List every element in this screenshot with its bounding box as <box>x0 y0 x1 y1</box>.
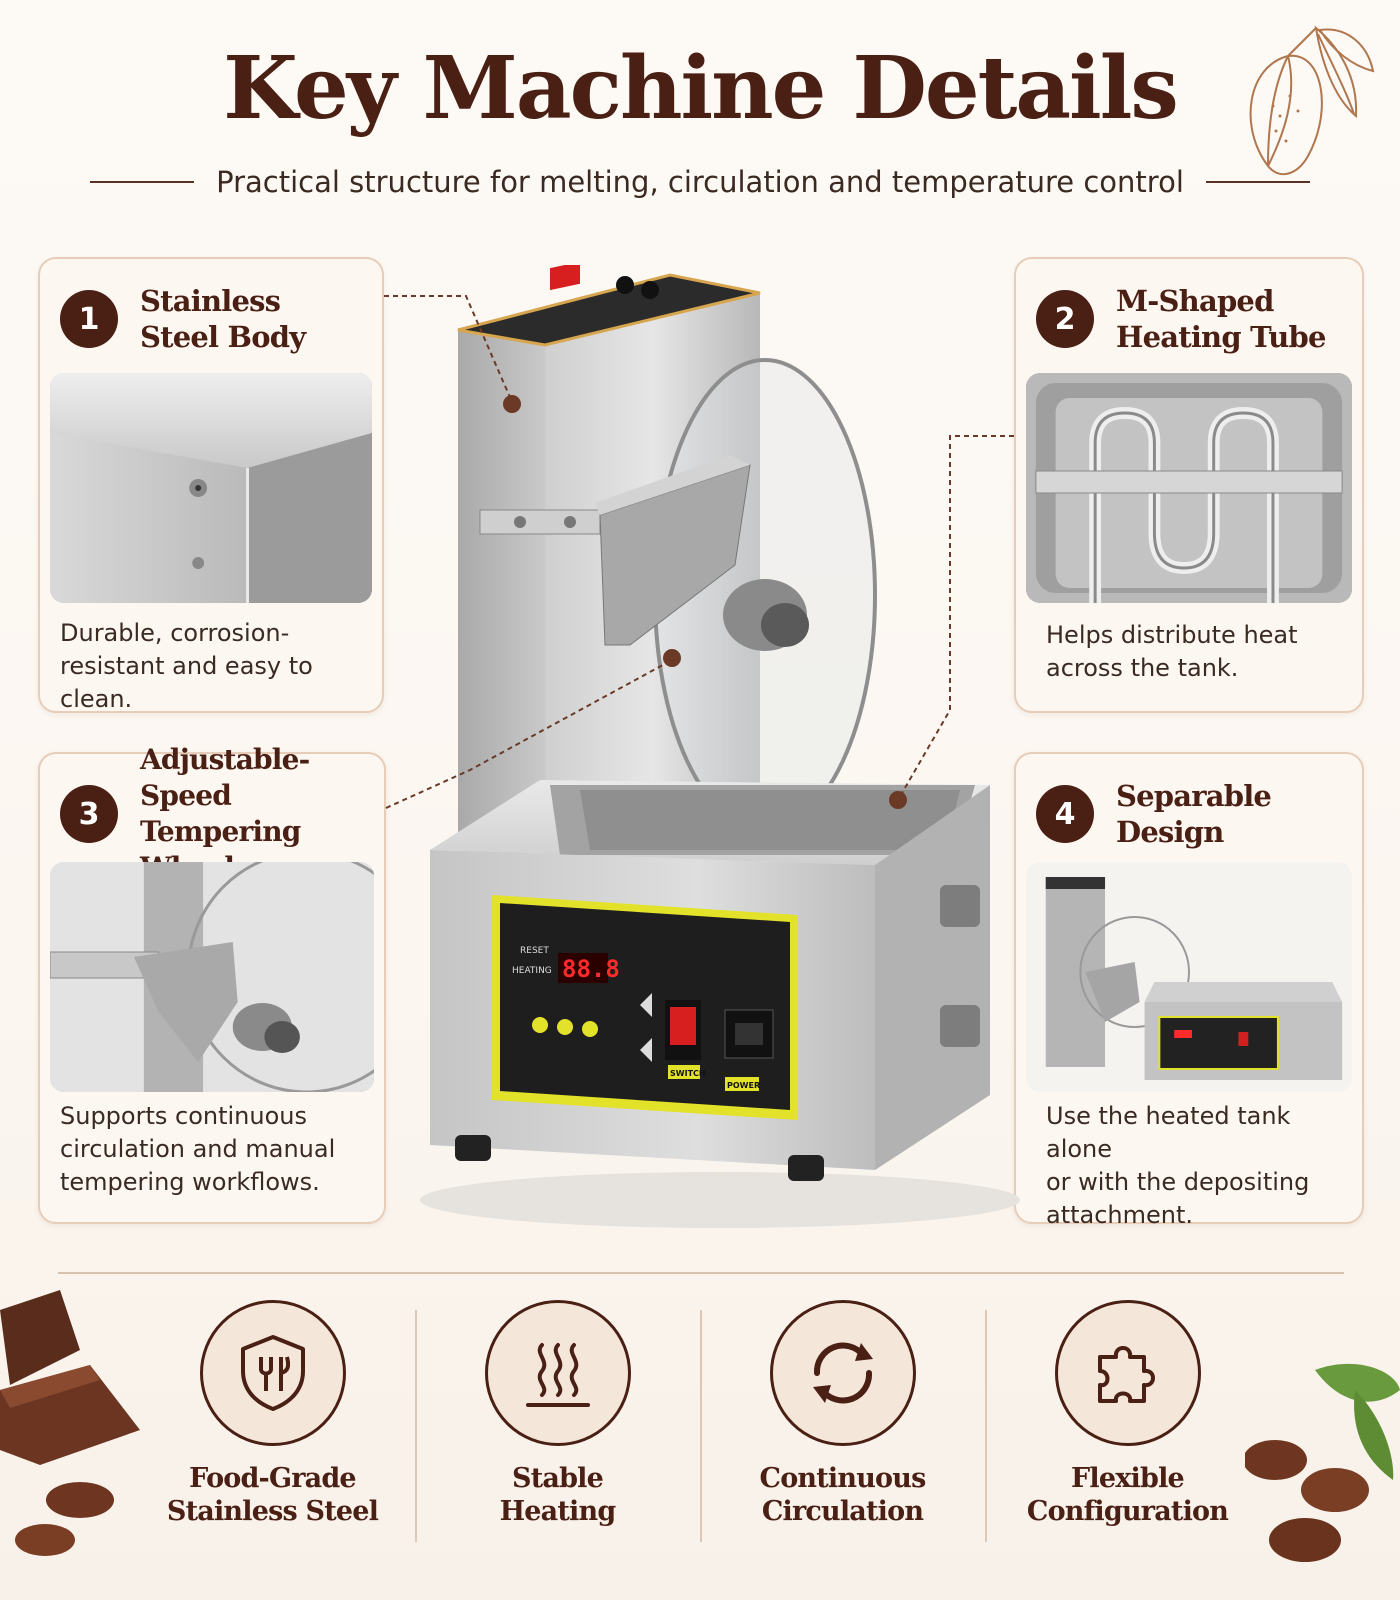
card-description-line: circulation and manual <box>60 1135 336 1163</box>
separable-design-photo <box>1026 862 1352 1092</box>
circular-arrows-icon <box>769 1300 916 1446</box>
section-divider <box>58 1272 1344 1274</box>
feature-label: Flexible Configuration <box>1026 1462 1229 1528</box>
card-head: 3 Adjustable-Speed Tempering Wheel <box>60 743 374 884</box>
feature-label-line: Food-Grade <box>189 1463 356 1494</box>
card-description: Supports continuous circulation and manu… <box>60 1100 364 1199</box>
food-safe-shield-icon <box>199 1300 346 1446</box>
feature-highlights: Food-Grade Stainless Steel Stable Heatin… <box>130 1300 1270 1550</box>
tempering-wheel-photo <box>50 862 374 1092</box>
card-title-line: M-Shaped <box>1116 284 1274 318</box>
card-title: Stainless Steel Body <box>140 283 306 355</box>
card-separable-design: 4 Separable Design Use the heated tank a… <box>1014 752 1364 1229</box>
tempering-machine-image: RESET HEATING 88.8 SWITCH POWER <box>420 265 1020 1228</box>
card-title: M-Shaped Heating Tube <box>1116 283 1326 355</box>
cacao-pod-icon <box>1249 25 1375 176</box>
card-description-line: Supports continuous <box>60 1102 307 1130</box>
page-title: Key Machine Details <box>223 38 1179 139</box>
puzzle-piece-icon <box>1054 1300 1201 1446</box>
card-title: Separable Design <box>1116 778 1352 850</box>
heat-waves-icon <box>484 1300 631 1446</box>
card-head: 1 Stainless Steel Body <box>60 281 372 357</box>
feature-label-line: Heating <box>499 1496 617 1527</box>
card-description-line: Durable, corrosion- <box>60 619 290 647</box>
card-title-line: Stainless <box>140 284 281 318</box>
card-number-badge: 4 <box>1036 785 1094 843</box>
subtitle-rule-right <box>1205 181 1311 183</box>
power-label: POWER <box>727 1081 760 1090</box>
card-title-line: Separable Design <box>1116 779 1272 849</box>
feature-label: Stable Heating <box>499 1462 617 1528</box>
subtitle-row: Practical structure for melting, circula… <box>90 160 1311 204</box>
heating-label: HEATING <box>512 966 552 976</box>
feature-stable-heating: Stable Heating <box>415 1300 700 1550</box>
card-number-badge: 1 <box>60 290 118 348</box>
card-title-line: Steel Body <box>140 320 306 354</box>
card-number-badge: 2 <box>1036 290 1094 348</box>
feature-label: Food-Grade Stainless Steel <box>166 1462 379 1528</box>
feature-food-grade: Food-Grade Stainless Steel <box>130 1300 415 1550</box>
feature-label-line: Configuration <box>1026 1496 1229 1527</box>
heating-tube-photo <box>1026 373 1352 603</box>
temperature-display: 88.8 <box>562 955 620 983</box>
feature-label: Continuous Circulation <box>759 1462 927 1528</box>
card-description-line: attachment. <box>1046 1201 1194 1229</box>
switch-label: SWITCH <box>670 1069 706 1078</box>
feature-label-line: Continuous <box>759 1463 927 1494</box>
cacao-beans-image <box>1245 1363 1400 1562</box>
card-m-shaped-heating-tube: 2 M-Shaped Heating Tube Helps distribute… <box>1014 257 1364 713</box>
feature-label-line: Flexible <box>1071 1463 1185 1494</box>
card-description: Durable, corrosion- resistant and easy t… <box>60 617 362 716</box>
card-title-line: Adjustable-Speed <box>140 743 310 812</box>
card-description-line: or with the depositing <box>1046 1168 1310 1196</box>
feature-label-line: Stainless Steel <box>166 1496 379 1527</box>
card-description-line: Use the heated tank alone <box>1046 1102 1291 1163</box>
feature-label-line: Stable <box>512 1463 604 1494</box>
card-description-line: tempering workflows. <box>60 1168 320 1196</box>
card-description: Helps distribute heat across the tank. <box>1046 619 1342 685</box>
card-tempering-wheel: 3 Adjustable-Speed Tempering Wheel Suppo… <box>38 743 386 1224</box>
card-number-badge: 3 <box>60 785 118 843</box>
page-subtitle: Practical structure for melting, circula… <box>216 165 1184 199</box>
card-description-line: Helps distribute heat <box>1046 621 1298 649</box>
feature-continuous-circulation: Continuous Circulation <box>700 1300 985 1550</box>
steel-body-photo <box>50 373 372 603</box>
feature-label-line: Circulation <box>761 1496 924 1527</box>
chocolate-pieces-image <box>0 1290 140 1556</box>
feature-flexible-configuration: Flexible Configuration <box>985 1300 1270 1550</box>
card-description-line: across the tank. <box>1046 654 1239 682</box>
card-head: 2 M-Shaped Heating Tube <box>1036 281 1352 357</box>
subtitle-rule-left <box>90 181 195 183</box>
card-stainless-steel-body: 1 Stainless Steel Body Durable, corrosio… <box>38 257 384 713</box>
card-description: Use the heated tank alone or with the de… <box>1046 1100 1342 1232</box>
reset-label: RESET <box>520 946 549 956</box>
card-description-line: resistant and easy to clean. <box>60 652 313 713</box>
card-head: 4 Separable Design <box>1036 776 1352 852</box>
card-title-line: Heating Tube <box>1116 320 1326 354</box>
